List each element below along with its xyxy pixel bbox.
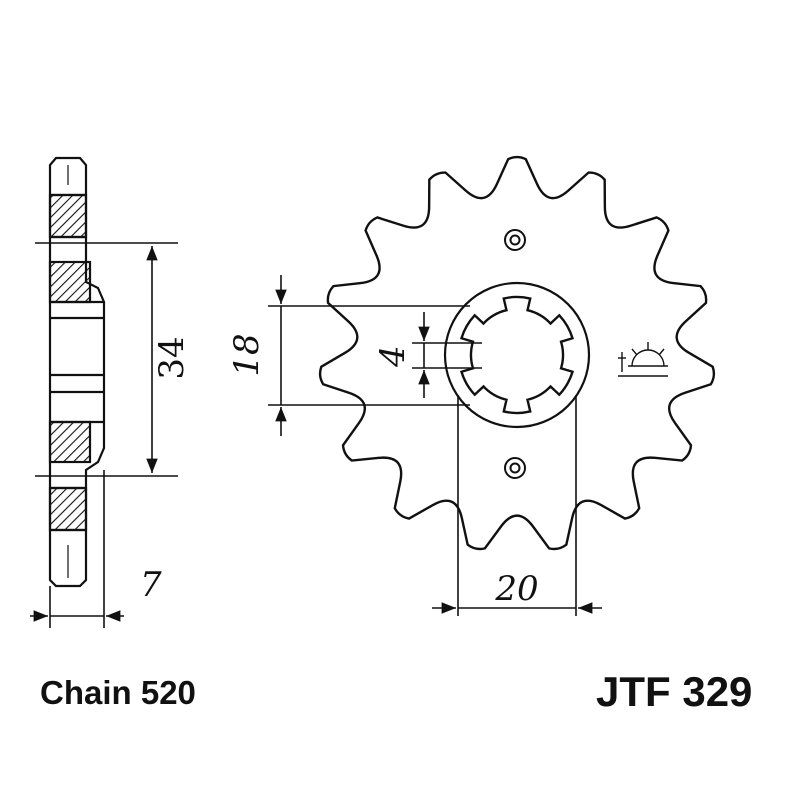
hatch-upper-tooth (48, 193, 88, 239)
dim-label-7: 7 (140, 565, 162, 605)
hatch-lower-hub (48, 420, 92, 464)
sun-symbol-icon (618, 342, 668, 377)
hatch-lower-tooth (48, 486, 88, 532)
mounting-hole-top (504, 229, 526, 251)
dimension-20 (432, 395, 602, 616)
dimension-4 (412, 312, 482, 398)
hub-circle (443, 281, 591, 429)
sprocket-front-view (318, 155, 716, 551)
side-profile (48, 156, 106, 588)
mounting-hole-bottom (504, 457, 526, 479)
dim-label-20: 20 (494, 569, 538, 609)
chain-size-label: Chain 520 (40, 674, 196, 711)
dimension-34 (35, 242, 178, 477)
dimension-18 (268, 275, 470, 436)
part-number-label: JTF 329 (596, 668, 753, 715)
dimension-7 (30, 470, 124, 628)
hatch-upper-hub (48, 260, 92, 304)
dim-label-18: 18 (227, 333, 267, 376)
dim-label-4: 4 (373, 345, 413, 368)
dim-label-34: 34 (152, 336, 192, 379)
spline-bore (459, 295, 575, 415)
